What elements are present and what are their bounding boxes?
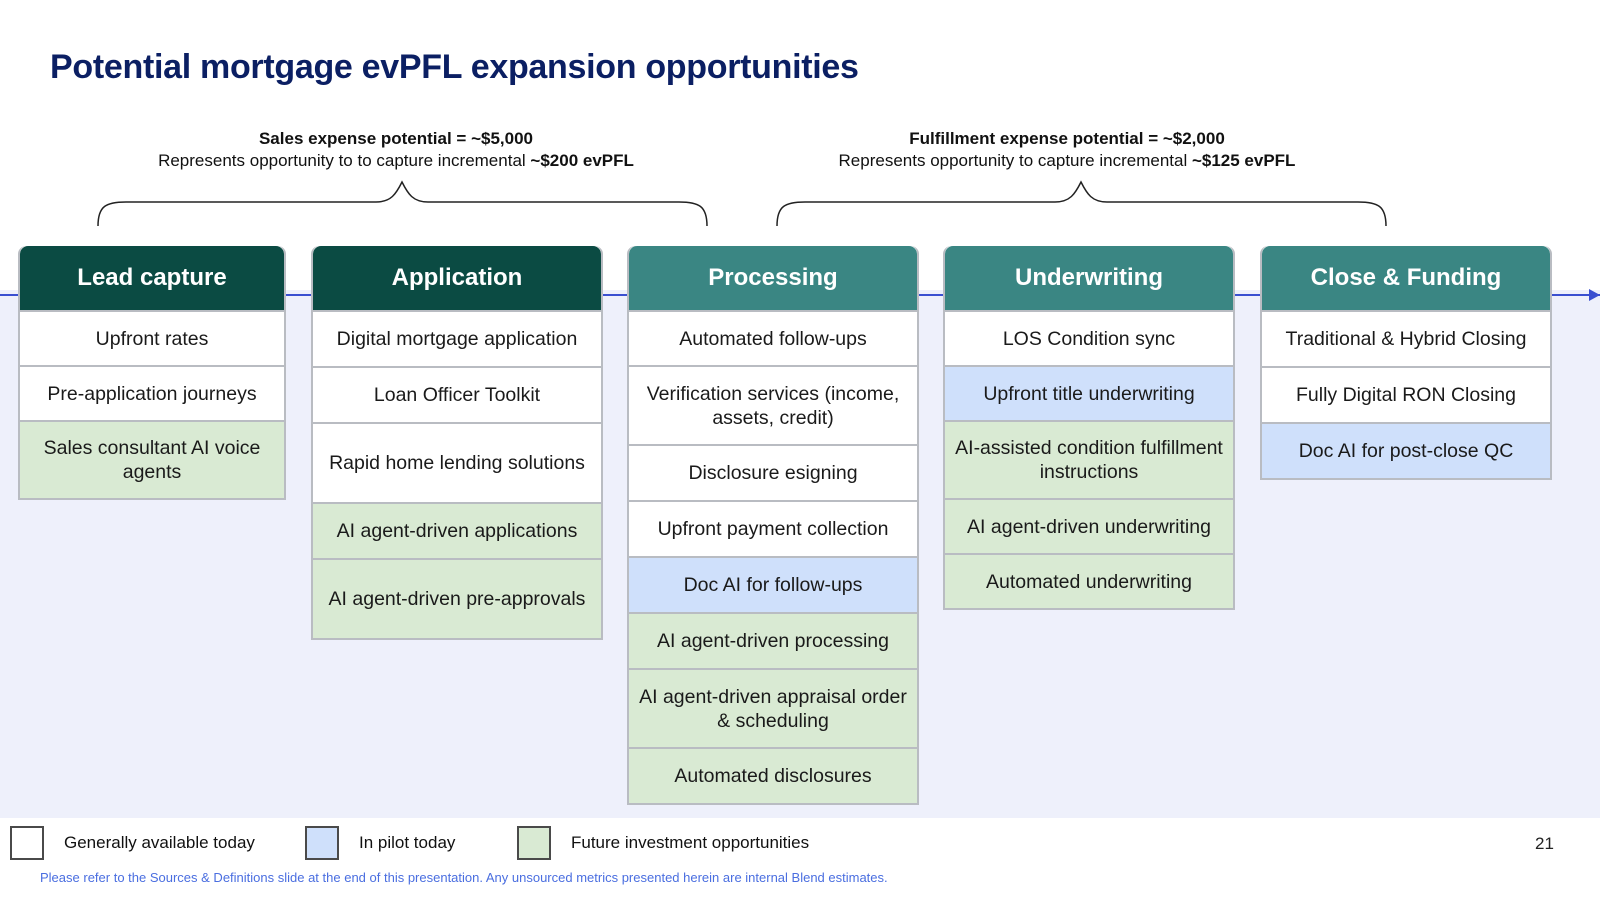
legend-item-pilot: In pilot today — [305, 826, 455, 860]
fulfillment-potential-amount: ~$125 evPFL — [1191, 151, 1296, 170]
sales-potential-headline: Sales expense potential = ~$5,000 — [258, 129, 534, 148]
feature-cell: Automated follow-ups — [629, 310, 917, 365]
feature-cell: LOS Condition sync — [945, 310, 1233, 365]
feature-cell: Rapid home lending solutions — [313, 422, 601, 502]
stage-header-application: Application — [313, 246, 601, 310]
feature-cell: Fully Digital RON Closing — [1262, 366, 1550, 422]
legend-label-future: Future investment opportunities — [571, 833, 810, 852]
feature-cell: Verification services (income, assets, c… — [629, 365, 917, 444]
feature-cell: Doc AI for follow-ups — [629, 556, 917, 612]
page-number: 21 — [1535, 834, 1554, 853]
feature-cell: Sales consultant AI voice agents — [20, 420, 284, 498]
feature-cell: AI agent-driven processing — [629, 612, 917, 668]
sales-potential-subtext-line: Represents opportunity to to capture inc… — [140, 150, 652, 172]
fulfillment-potential-subtext: Represents opportunity to capture increm… — [838, 151, 1192, 170]
legend-swatch-future — [517, 826, 551, 860]
legend-item-future: Future investment opportunities — [517, 826, 809, 860]
feature-cell: Doc AI for post-close QC — [1262, 422, 1550, 478]
feature-cell: Traditional & Hybrid Closing — [1262, 310, 1550, 366]
legend-swatch-pilot — [305, 826, 339, 860]
footnote: Please refer to the Sources & Definition… — [40, 870, 888, 885]
fulfillment-potential-subtext-line: Represents opportunity to capture increm… — [812, 150, 1322, 172]
stage-column-application: Application Digital mortgage application… — [311, 246, 603, 640]
feature-cell: Disclosure esigning — [629, 444, 917, 500]
stage-column-underwriting: Underwriting LOS Condition sync Upfront … — [943, 246, 1235, 610]
feature-cell: Loan Officer Toolkit — [313, 366, 601, 422]
fulfillment-potential-headline: Fulfillment expense potential = ~$2,000 — [909, 129, 1225, 148]
feature-cell: AI agent-driven pre-approvals — [313, 558, 601, 638]
timeline-arrow-icon — [1589, 289, 1600, 301]
stage-header-processing: Processing — [629, 246, 917, 310]
sales-brace — [97, 180, 708, 227]
fulfillment-potential-callout: Fulfillment expense potential = ~$2,000 … — [812, 128, 1322, 172]
sales-potential-amount: ~$200 evPFL — [530, 151, 634, 170]
feature-cell: Pre-application journeys — [20, 365, 284, 420]
feature-cell: Automated disclosures — [629, 747, 917, 803]
stage-column-close-funding: Close & Funding Traditional & Hybrid Clo… — [1260, 246, 1552, 480]
stage-header-lead-capture: Lead capture — [20, 246, 284, 310]
feature-cell: AI-assisted condition fulfillment instru… — [945, 420, 1233, 498]
stage-column-lead-capture: Lead capture Upfront rates Pre-applicati… — [18, 246, 286, 500]
stage-column-processing: Processing Automated follow-ups Verifica… — [627, 246, 919, 805]
feature-cell: AI agent-driven underwriting — [945, 498, 1233, 553]
page-title: Potential mortgage evPFL expansion oppor… — [50, 48, 859, 86]
legend-item-ga: Generally available today — [10, 826, 255, 860]
legend-label-ga: Generally available today — [64, 833, 255, 852]
fulfillment-brace — [776, 180, 1387, 227]
legend-label-pilot: In pilot today — [359, 833, 456, 852]
feature-cell: Upfront title underwriting — [945, 365, 1233, 420]
feature-cell: Automated underwriting — [945, 553, 1233, 608]
stage-header-underwriting: Underwriting — [945, 246, 1233, 310]
feature-cell: AI agent-driven applications — [313, 502, 601, 558]
feature-cell: Digital mortgage application — [313, 310, 601, 366]
sales-potential-subtext: Represents opportunity to to capture inc… — [158, 151, 531, 170]
feature-cell: Upfront rates — [20, 310, 284, 365]
sales-potential-callout: Sales expense potential = ~$5,000 Repres… — [140, 128, 652, 172]
feature-cell: Upfront payment collection — [629, 500, 917, 556]
feature-cell: AI agent-driven appraisal order & schedu… — [629, 668, 917, 747]
stage-header-close-funding: Close & Funding — [1262, 246, 1550, 310]
legend-swatch-ga — [10, 826, 44, 860]
